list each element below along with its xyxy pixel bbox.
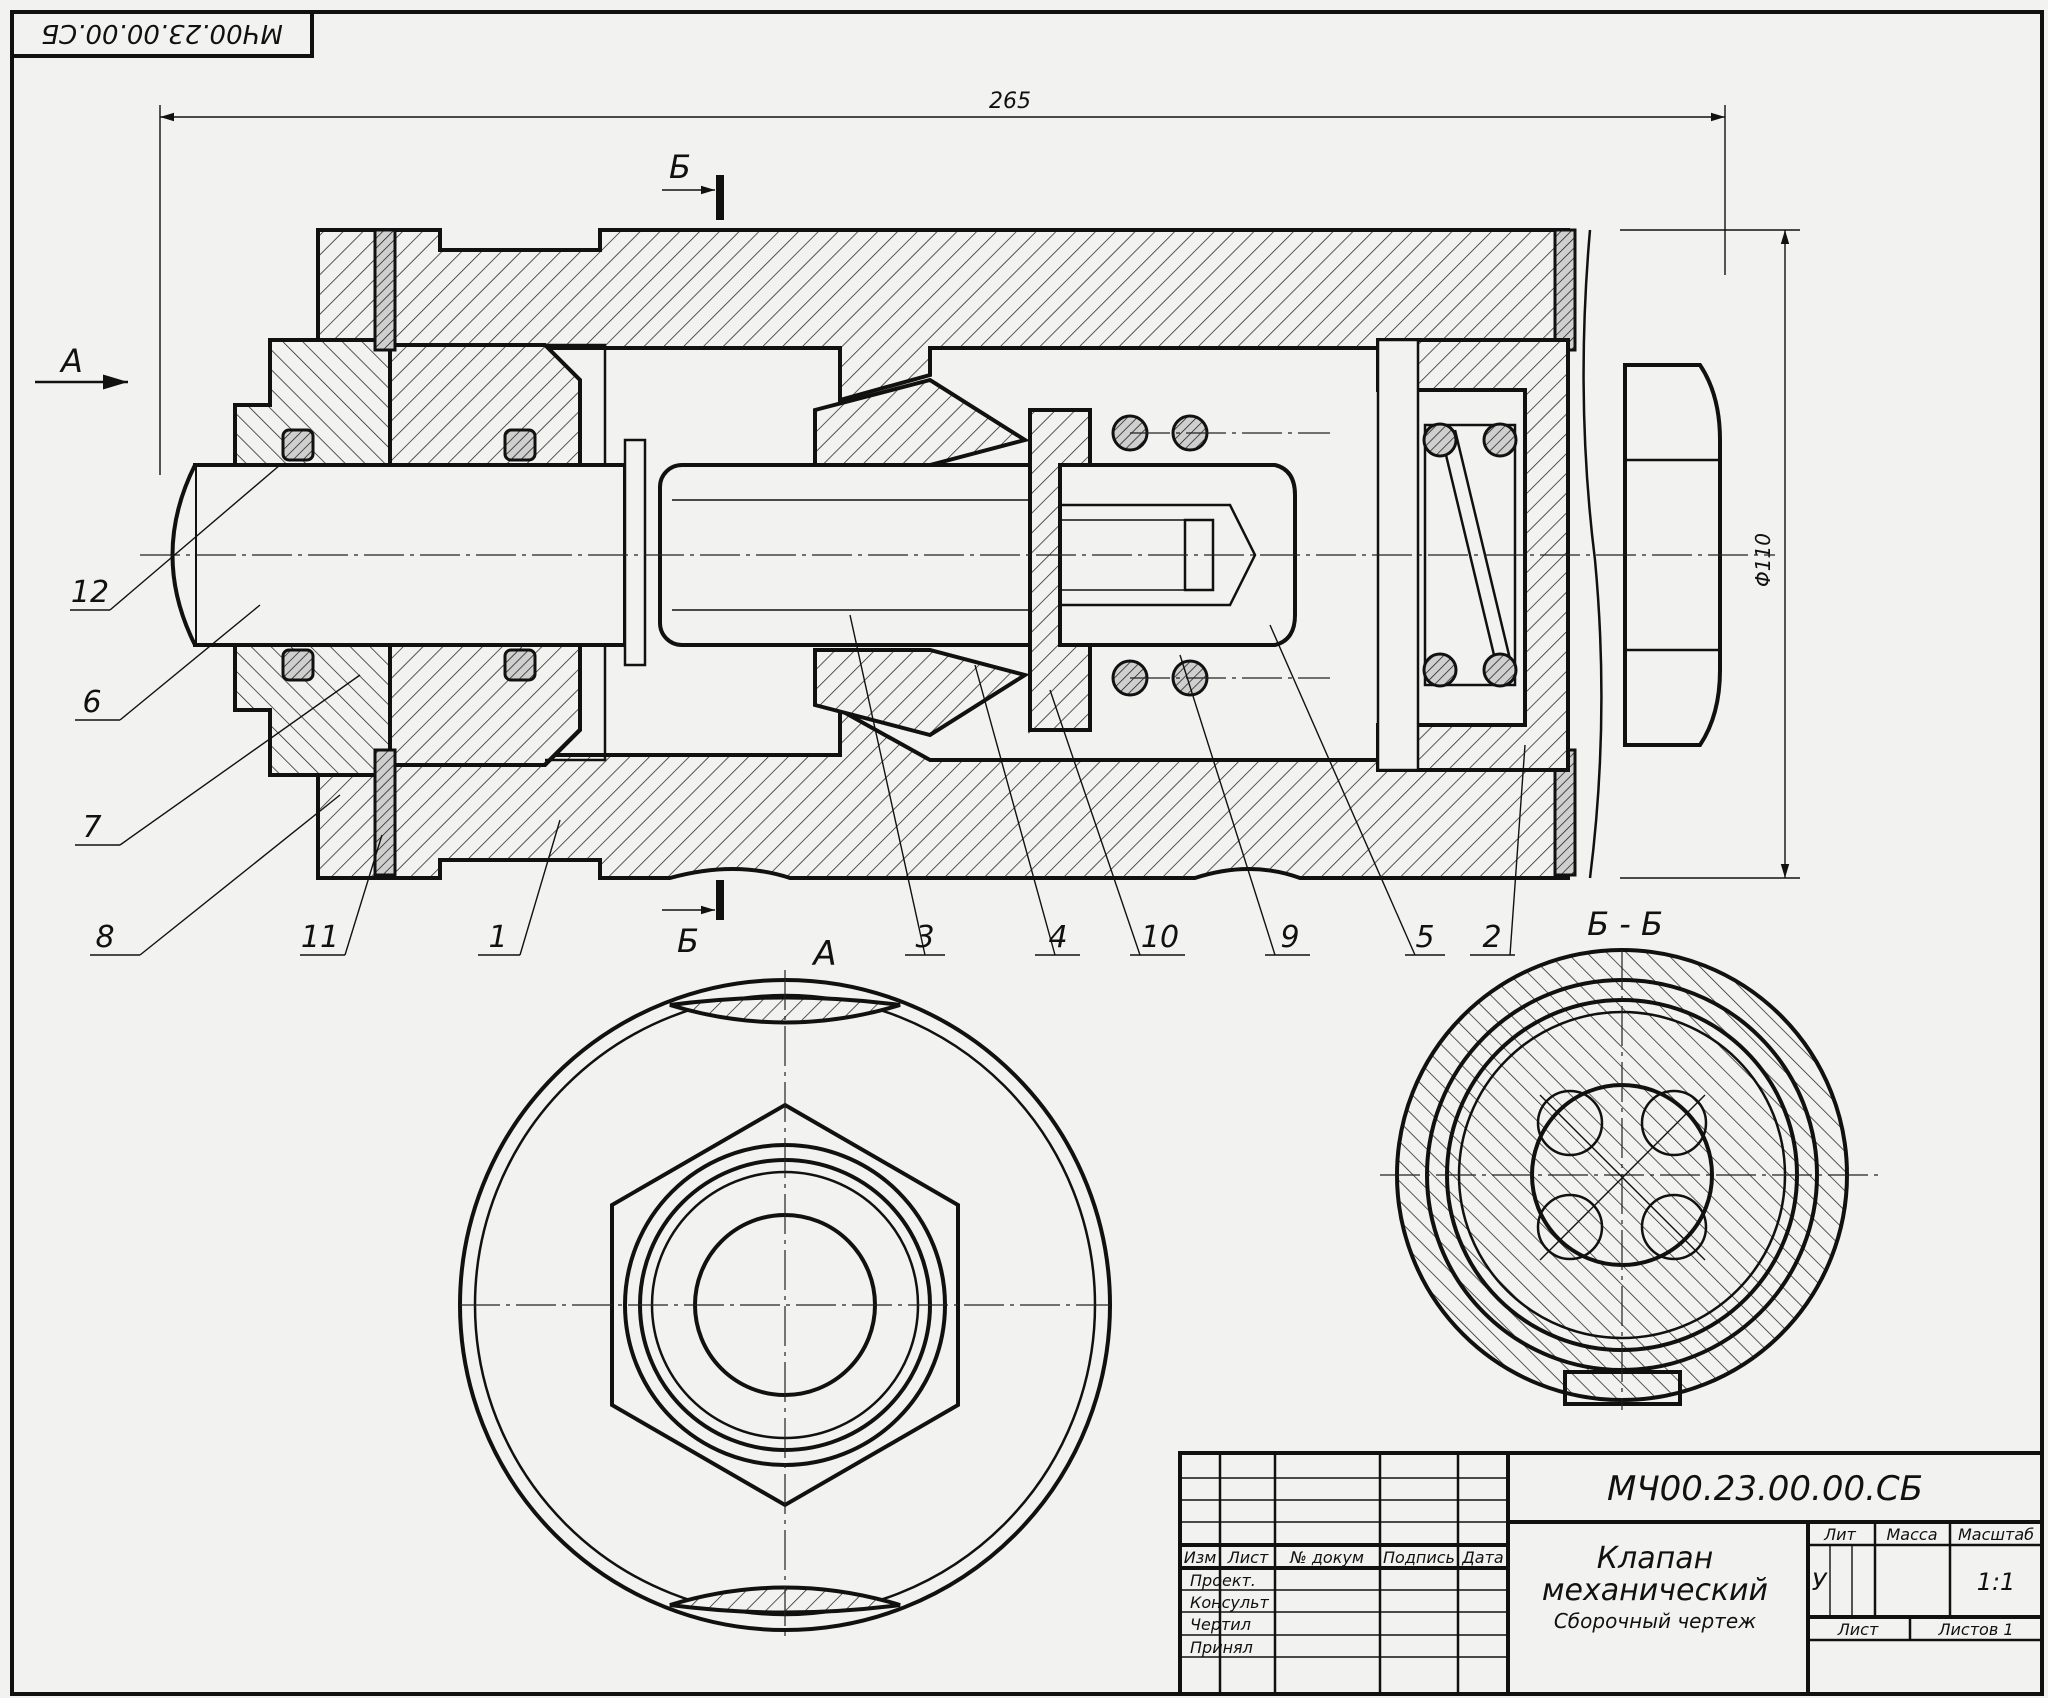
callout-5: 5: [1415, 920, 1434, 955]
spring-9: [1111, 414, 1330, 697]
length-dimension-value: 265: [989, 89, 1031, 114]
tb-col-izm: Изм: [1184, 1548, 1217, 1567]
view-a-title: А: [811, 934, 836, 974]
valve-seat-lower: [813, 648, 1030, 738]
view-a: А: [458, 934, 1112, 1640]
o-ring-4: [503, 648, 537, 682]
callout-8: 8: [95, 920, 114, 955]
main-section-view: 265 Φ110 А Б Б: [35, 89, 1800, 960]
tb-col-doc: № докум: [1289, 1548, 1364, 1567]
valve-seat-upper: [813, 377, 1030, 467]
o-ring-2: [503, 428, 537, 462]
sheet-frame: [10, 10, 2044, 1696]
top-stamp: МЧ00.23.00.00.СБ: [10, 10, 314, 58]
view-arrow-label: А: [59, 342, 83, 380]
callout-9: 9: [1280, 920, 1299, 955]
section-b-b-title: Б - Б: [1587, 905, 1663, 943]
callout-2: 2: [1482, 920, 1501, 955]
tb-sheet-label: Лист: [1837, 1620, 1879, 1639]
callout-6: 6: [82, 685, 101, 720]
tb-row-consult: Консульт: [1190, 1593, 1270, 1612]
tb-scale-header: Масштаб: [1958, 1525, 2034, 1544]
callout-1: 1: [488, 920, 507, 955]
callout-11: 11: [301, 920, 339, 955]
o-ring-1: [281, 428, 315, 462]
valve-insert: [1058, 503, 1257, 607]
o-ring-3: [281, 648, 315, 682]
tb-document-code: МЧ00.23.00.00.СБ: [1607, 1469, 1923, 1509]
tb-col-sign: Подпись: [1383, 1548, 1455, 1567]
gasket-left-upper: [373, 228, 397, 352]
tb-name-line1: Клапан: [1597, 1541, 1713, 1576]
tb-col-list: Лист: [1227, 1548, 1269, 1567]
bushing-lower: [388, 643, 582, 767]
top-stamp-code: МЧ00.23.00.00.СБ: [41, 18, 283, 48]
tb-row-project: Проект.: [1190, 1571, 1256, 1590]
section-mark-top: Б: [669, 148, 691, 186]
tb-sheets-label: Листов 1: [1937, 1620, 2013, 1639]
section-b-b: Б - Б: [1380, 905, 1880, 1410]
tb-doc-type: Сборочный чертеж: [1554, 1609, 1756, 1633]
callout-3: 3: [915, 920, 934, 955]
diameter-dimension-value: Φ110: [1751, 533, 1775, 587]
callout-10: 10: [1141, 920, 1179, 955]
title-block: Изм Лист № докум Подпись Дата Проект. Ко…: [1178, 1451, 2044, 1696]
tb-lit-value: У: [1812, 1568, 1828, 1596]
tb-row-accepted: Принял: [1190, 1638, 1253, 1657]
callout-7: 7: [82, 810, 101, 845]
section-mark-bottom: Б: [677, 922, 699, 960]
body-lower-wall: [316, 706, 1570, 880]
tb-scale-value: 1:1: [1977, 1568, 2016, 1596]
tb-mass-header: Масса: [1886, 1525, 1937, 1544]
bushing-upper: [388, 343, 582, 467]
gasket-left-lower: [373, 748, 397, 877]
callout-12: 12: [71, 575, 109, 610]
callouts: 12 6 7 8 11 1 3 4 10 9 5 2: [70, 464, 1526, 956]
tb-row-drawn: Чертил: [1190, 1615, 1251, 1634]
gasket-right-upper: [1553, 228, 1577, 352]
callout-4: 4: [1048, 920, 1067, 955]
tb-lit-header: Лит: [1823, 1525, 1856, 1544]
tb-name-line2: механический: [1542, 1573, 1768, 1608]
tb-col-date: Дата: [1461, 1548, 1503, 1567]
